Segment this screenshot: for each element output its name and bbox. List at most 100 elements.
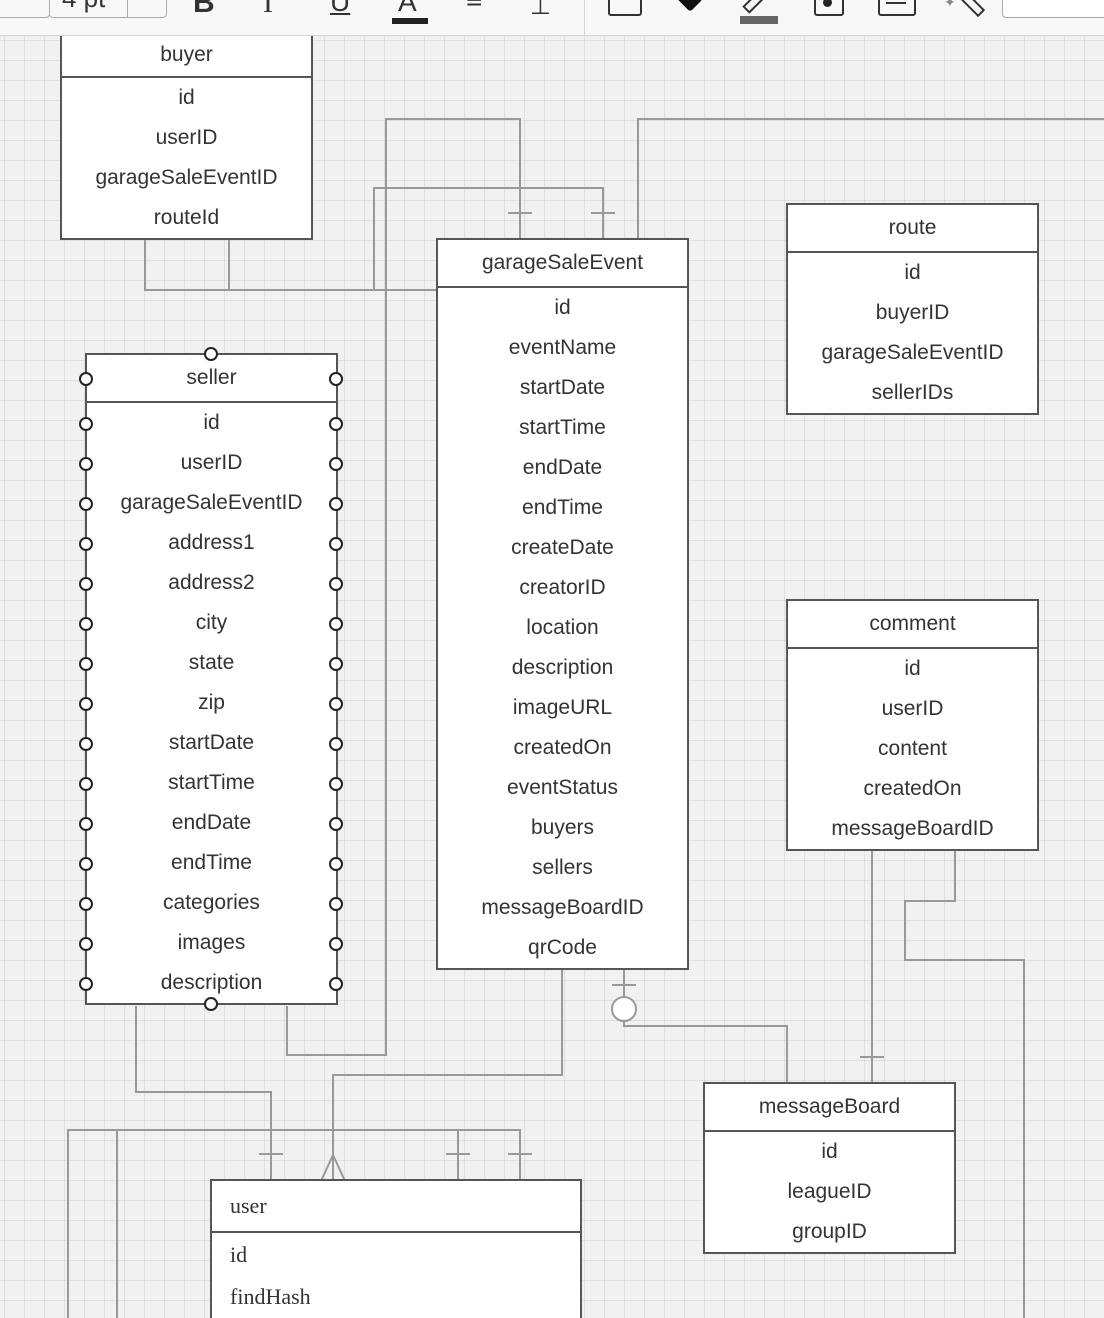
selection-handle[interactable]: [79, 937, 93, 951]
connector-comment-offscreen: [904, 851, 1025, 1318]
fill-color-icon[interactable]: [672, 0, 708, 12]
text-align-button[interactable]: ≡: [466, 0, 482, 16]
selection-handle[interactable]: [79, 657, 93, 671]
selection-handle[interactable]: [329, 777, 343, 791]
line-color-icon[interactable]: [740, 0, 778, 28]
selection-handle[interactable]: [79, 372, 93, 386]
entity-buyer[interactable]: buyer id userID garageSaleEventID routeI…: [60, 36, 313, 240]
toolbar-button-left[interactable]: [0, 0, 50, 18]
italic-button[interactable]: I: [263, 0, 273, 19]
font-size-stepper[interactable]: 4 pt +: [49, 0, 167, 18]
entity-field: sellerIDs: [871, 381, 954, 404]
connector-garagesaleevent-user: [332, 970, 563, 1181]
selection-handle[interactable]: [79, 537, 93, 551]
selection-handle[interactable]: [204, 347, 218, 361]
text-position-button[interactable]: ⊥: [530, 0, 551, 20]
selection-handle[interactable]: [79, 897, 93, 911]
toolbar-dropdown[interactable]: [1002, 0, 1104, 18]
selection-handle[interactable]: [79, 457, 93, 471]
entity-title: buyer: [62, 36, 311, 78]
selection-handle[interactable]: [79, 777, 93, 791]
selection-handle[interactable]: [329, 977, 343, 991]
shape-style-icon[interactable]: [608, 0, 642, 16]
selection-handle[interactable]: [329, 497, 343, 511]
magic-wand-icon[interactable]: ✦: [944, 0, 986, 20]
selection-handle[interactable]: [79, 977, 93, 991]
selection-handle[interactable]: [329, 537, 343, 551]
selection-handle[interactable]: [79, 737, 93, 751]
entity-field: endTime: [522, 496, 603, 519]
selection-handle[interactable]: [79, 577, 93, 591]
font-size-value[interactable]: 4 pt: [62, 0, 105, 14]
entity-field: userID: [155, 126, 218, 149]
entity-field: id: [178, 86, 195, 109]
shadow-icon[interactable]: [814, 0, 844, 16]
selection-handle[interactable]: [79, 497, 93, 511]
entity-field: garageSaleEventID: [95, 166, 278, 189]
entity-user[interactable]: user id findHash: [210, 1179, 582, 1318]
entity-field: eventName: [508, 336, 617, 359]
selection-handle[interactable]: [79, 617, 93, 631]
bold-button[interactable]: B: [193, 0, 215, 19]
selection-handle[interactable]: [79, 857, 93, 871]
optional-circle-marker: [611, 996, 637, 1022]
selection-handle[interactable]: [329, 737, 343, 751]
entity-field: startTime: [519, 416, 606, 439]
selection-handle[interactable]: [329, 617, 343, 631]
selection-handle[interactable]: [329, 417, 343, 431]
selection-handle[interactable]: [204, 997, 218, 1011]
entity-field: leagueID: [787, 1180, 872, 1203]
selection-handle[interactable]: [329, 577, 343, 591]
entity-field: startDate: [519, 376, 606, 399]
entity-field: sellers: [532, 856, 593, 879]
entity-field: createdOn: [513, 736, 612, 759]
selection-handle[interactable]: [79, 417, 93, 431]
entity-field: createDate: [511, 536, 614, 559]
font-color-glyph: A: [398, 0, 417, 17]
selection-handle[interactable]: [79, 697, 93, 711]
line-color-swatch: [740, 16, 778, 24]
entity-comment[interactable]: comment id userID content createdOn mess…: [786, 599, 1039, 851]
underline-button[interactable]: U: [330, 0, 351, 17]
entity-seller[interactable]: seller id userID garageSaleEventID addre…: [85, 353, 338, 1005]
crowfoot-garagesaleevent-user: [320, 1152, 346, 1182]
selection-handle[interactable]: [329, 657, 343, 671]
entity-field: city: [195, 611, 228, 634]
entity-title: messageBoard: [705, 1084, 954, 1132]
selection-handle[interactable]: [329, 457, 343, 471]
entity-field: categories: [163, 891, 260, 914]
entity-field: address2: [168, 571, 255, 594]
selection-handle[interactable]: [329, 372, 343, 386]
entity-field: imageURL: [512, 696, 613, 719]
entity-title: seller: [87, 355, 336, 403]
pencil-glyph: [742, 0, 768, 14]
entity-field: startTime: [168, 771, 255, 794]
selection-handle[interactable]: [79, 817, 93, 831]
selection-handle[interactable]: [329, 697, 343, 711]
entity-route[interactable]: route id buyerID garageSaleEventID selle…: [786, 203, 1039, 415]
connector-seller-garagesaleevent: [286, 118, 521, 1056]
entity-field: id: [821, 1140, 838, 1163]
selection-handle[interactable]: [329, 817, 343, 831]
text-box-icon[interactable]: [878, 0, 916, 16]
selection-handle[interactable]: [329, 897, 343, 911]
connector-user-left-inner: [116, 1129, 521, 1318]
selection-handle[interactable]: [329, 937, 343, 951]
entity-field: content: [878, 737, 947, 760]
entity-garagesaleevent[interactable]: garageSaleEvent id eventName startDate s…: [436, 238, 689, 970]
font-color-swatch: [392, 18, 428, 24]
entity-field: messageBoardID: [481, 896, 644, 919]
entity-messageboard[interactable]: messageBoard id leagueID groupID: [703, 1082, 956, 1254]
entity-field: address1: [168, 531, 255, 554]
font-size-increase-button[interactable]: +: [140, 0, 154, 9]
entity-field: description: [511, 656, 614, 679]
font-color-button[interactable]: A: [392, 0, 428, 26]
entity-field: startDate: [168, 731, 255, 754]
entity-field: groupID: [792, 1220, 867, 1243]
diagram-canvas[interactable]: buyer id userID garageSaleEventID routeI…: [0, 36, 1104, 1318]
entity-field: state: [188, 651, 235, 674]
wand-glyph: [956, 0, 986, 18]
selection-handle[interactable]: [329, 857, 343, 871]
entity-field: id: [554, 296, 571, 319]
entity-field: zip: [198, 691, 225, 714]
